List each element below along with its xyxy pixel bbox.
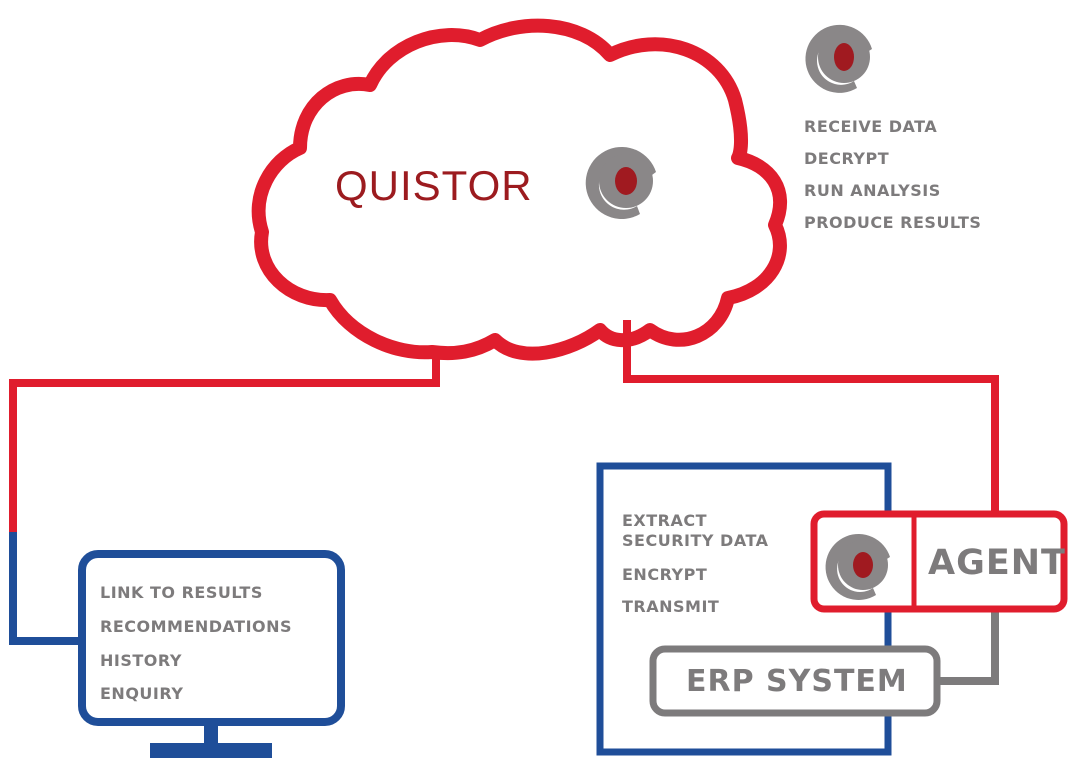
agent-step: ENCRYPT: [622, 565, 708, 584]
erp-system-label: ERP SYSTEM: [686, 664, 908, 699]
server-step: RECEIVE DATA: [804, 117, 938, 136]
client-item: ENQUIRY: [100, 684, 184, 703]
quistor-q-logo-icon: [825, 533, 890, 600]
cloud-to-agent-connector: [623, 320, 999, 515]
client-item: RECOMMENDATIONS: [100, 617, 293, 636]
client-item: HISTORY: [100, 651, 182, 670]
server-step: PRODUCE RESULTS: [804, 213, 982, 232]
client-item: LINK TO RESULTS: [100, 583, 263, 602]
agent-step: TRANSMIT: [622, 597, 720, 616]
server-step: RUN ANALYSIS: [804, 181, 941, 200]
agent-step: EXTRACT: [622, 511, 708, 530]
agent-label: AGENT: [928, 543, 1066, 583]
quistor-q-logo-icon: [805, 24, 872, 93]
agent-to-erp-connector: [938, 610, 999, 685]
erp-system-box: [649, 645, 941, 717]
cloud-title: QUISTOR: [335, 162, 533, 209]
quistor-q-logo-icon: [585, 146, 656, 219]
cloud-to-client-connector: [9, 348, 440, 645]
agent-step: SECURITY DATA: [622, 531, 769, 550]
server-step: DECRYPT: [804, 149, 890, 168]
monitor-icon: [78, 550, 345, 758]
